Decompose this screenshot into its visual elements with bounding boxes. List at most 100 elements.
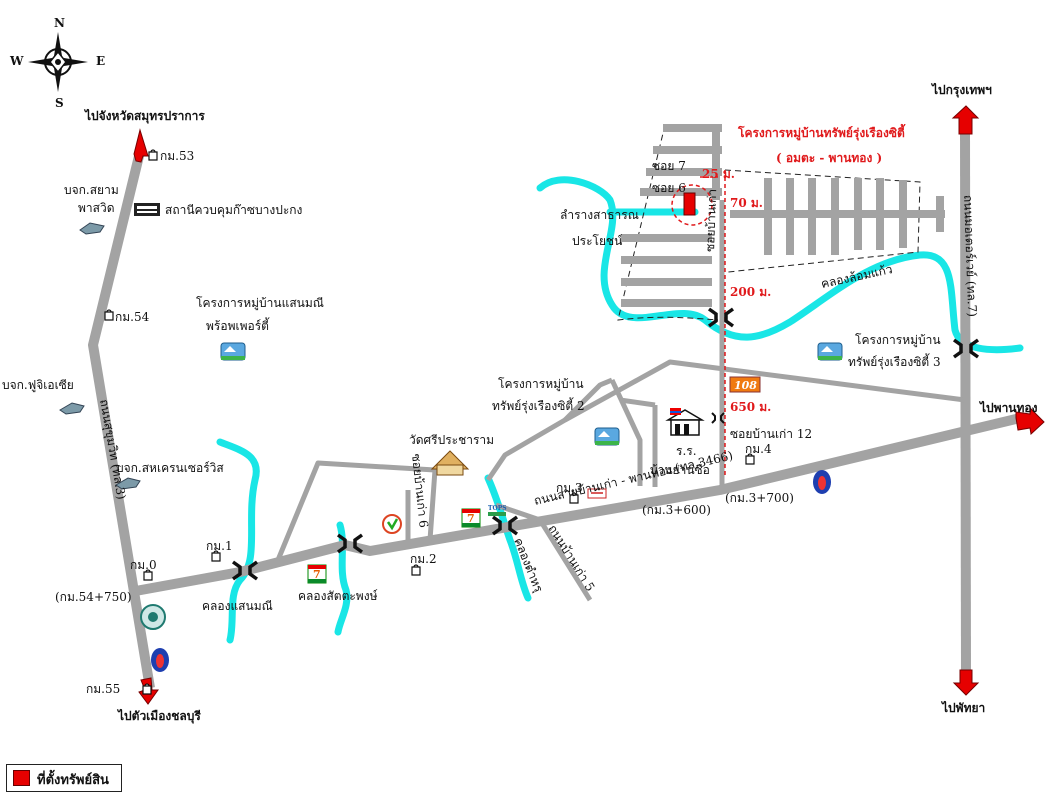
arrow-phanthong-icon — [1015, 406, 1045, 435]
temple-icon — [430, 450, 470, 476]
gas-station-icon — [134, 203, 160, 216]
km-post-icon — [148, 149, 158, 161]
dest-chonburi: ไปตัวเมืองชลบุรี — [116, 708, 201, 724]
seven-eleven-label: 7 — [467, 512, 475, 525]
village-icon — [220, 342, 246, 361]
canal-saenmani — [216, 438, 260, 644]
school-icon — [665, 408, 705, 436]
canal-lom-kaew — [536, 176, 1024, 354]
siam-company-label: บจก.สยาม — [64, 183, 119, 197]
dest-samut-prakan: ไปจังหวัดสมุทรปราการ — [83, 108, 205, 124]
project-rung-2-label-2: ทรัพย์รุ่งเรืองซิตี้ 2 — [492, 397, 585, 414]
bridge-soi12 — [711, 412, 725, 424]
compass-e: E — [96, 54, 105, 68]
km-post-icon — [411, 564, 421, 576]
dest-phanthong: ไปพานทอง — [978, 400, 1038, 415]
canals — [216, 176, 1024, 644]
km-post-icon — [142, 683, 152, 695]
project-title: โครงการหมู่บ้านทรัพย์รุ่งเรืองซิตี้ — [737, 123, 906, 141]
school-label: ร.ร. — [676, 444, 697, 458]
village-icon — [817, 342, 843, 361]
bridge-saenmani — [231, 560, 259, 581]
gas-station-label: สถานีควบคุมก๊าซบางปะกง — [165, 203, 302, 218]
km-post-icon — [569, 492, 579, 504]
road-ban-kao-5-label: ถนนบ้านเก่า 5 — [545, 522, 597, 594]
factory-icon — [79, 222, 105, 235]
supermarket-icon: TOPS — [488, 505, 507, 516]
bank-icon — [382, 514, 402, 534]
distance-25m: 25 ม. — [702, 167, 735, 181]
legend: ที่ตั้งทรัพย์สิน — [6, 764, 122, 792]
project-rung-3-label: โครงการหมู่บ้าน — [855, 333, 941, 348]
km54-label: กม.54 — [115, 310, 150, 324]
project-subtitle: ( อมตะ - พานทอง ) — [776, 151, 882, 165]
project-rung-2-label: โครงการหมู่บ้าน — [498, 377, 584, 392]
km-post-icon — [211, 550, 221, 562]
km53-label: กม.53 — [160, 149, 194, 163]
road-ban-kao-6-label: ซอยบ้านเก่า 6 — [409, 453, 431, 529]
km3-600-label: (กม.3+600) — [642, 503, 711, 517]
seven-eleven-icon: 7 — [307, 564, 327, 584]
project-rung-3-label-2: ทรัพย์รุ่งเรืองซิตี้ 3 — [848, 353, 941, 370]
siam-company-label-2: พาสวิด — [78, 201, 115, 215]
ptt-station-icon — [151, 648, 169, 672]
compass-rose-icon: N S E W — [9, 16, 105, 110]
road-sukhumvit-label: ถนนสุขุมวิท (ทล.3) — [96, 398, 128, 501]
km2-label: กม.2 — [410, 552, 437, 566]
arrow-pattaya-icon — [952, 669, 980, 696]
compass-n: N — [54, 16, 65, 30]
km1-label: กม.1 — [206, 539, 233, 553]
km3-700-label: (กม.3+700) — [725, 491, 794, 505]
icons: 7 7 TOPS 108 — [59, 149, 843, 695]
seven-eleven-label: 7 — [313, 568, 321, 581]
distance-guides — [671, 170, 726, 476]
sahacrane-label: บจก.สหเครนเซอร์วิส — [116, 461, 224, 475]
canal-saenmani-label: คลองแสนมณี — [202, 599, 273, 613]
destination-arrows — [133, 105, 1045, 705]
km3-label: กม.3 — [556, 481, 583, 495]
road-highway-7-label: ถนนมอเตอร์เวย์ (ทล.7) — [961, 195, 979, 318]
road-soi-12-vertical-label: ซอยบ้านเก่า — [703, 189, 719, 252]
compass-s: S — [55, 96, 64, 110]
dest-bangkok: ไปกรุงเทพฯ — [930, 82, 992, 98]
project-layout — [617, 124, 945, 321]
distance-200m: 200 ม. — [730, 285, 771, 299]
property-marker — [683, 192, 696, 216]
ptt-station-icon — [813, 470, 831, 494]
bridge-tamru — [491, 515, 519, 536]
bridges — [231, 307, 980, 581]
road-sukhumvit — [88, 150, 155, 689]
soi-ban-kao-12-label: ซอยบ้านเก่า 12 — [730, 427, 812, 441]
supermarket-label: TOPS — [488, 505, 507, 512]
soi-7-label: ซอย 7 — [652, 159, 686, 173]
project-saenmani-label: โครงการหมู่บ้านแสนมณี — [196, 296, 324, 311]
km-post-icon — [143, 569, 153, 581]
fujiseia-label: บจก.ฟูจิเอเซีย — [2, 378, 74, 393]
soi-6-label: ซอย 6 — [652, 181, 686, 195]
canal-tamru — [484, 474, 532, 602]
km-post-icon — [104, 309, 114, 321]
km0-label: กม.0 — [130, 558, 157, 572]
temple-label: วัดศรีประชาราม — [409, 433, 494, 447]
km55-label: กม.55 — [86, 682, 120, 696]
km4-label: กม.4 — [745, 442, 772, 456]
village-icon — [594, 427, 620, 446]
factory-icon — [115, 477, 141, 490]
public-way-label: ลำรางสาธารณ — [560, 208, 639, 222]
seven-eleven-icon: 7 — [461, 508, 481, 528]
canal-lom-kaew-label: คลองล้อมแก้ว — [820, 262, 894, 291]
bridge-highway — [952, 338, 980, 359]
project-saenmani-label-2: พร้อพเพอร์ตี้ — [206, 317, 270, 333]
road-highway-7 — [960, 131, 971, 679]
car-dealer-icon — [587, 488, 607, 499]
distance-70m: 70 ม. — [730, 196, 763, 210]
compass-w: W — [9, 54, 24, 68]
public-way-label-2: ประโยชน์ — [572, 234, 622, 248]
ban-yan-sue-label: บ้านย่านซื่อ — [650, 461, 710, 477]
canal-sattaphong-label: คลองสัตตะพงษ์ — [298, 589, 378, 603]
arrow-samut-prakan-icon — [133, 128, 149, 163]
legend-property-swatch — [13, 770, 30, 786]
legend-label: ที่ตั้งทรัพย์สิน — [37, 773, 109, 788]
bridge-sattaphong — [336, 533, 364, 554]
